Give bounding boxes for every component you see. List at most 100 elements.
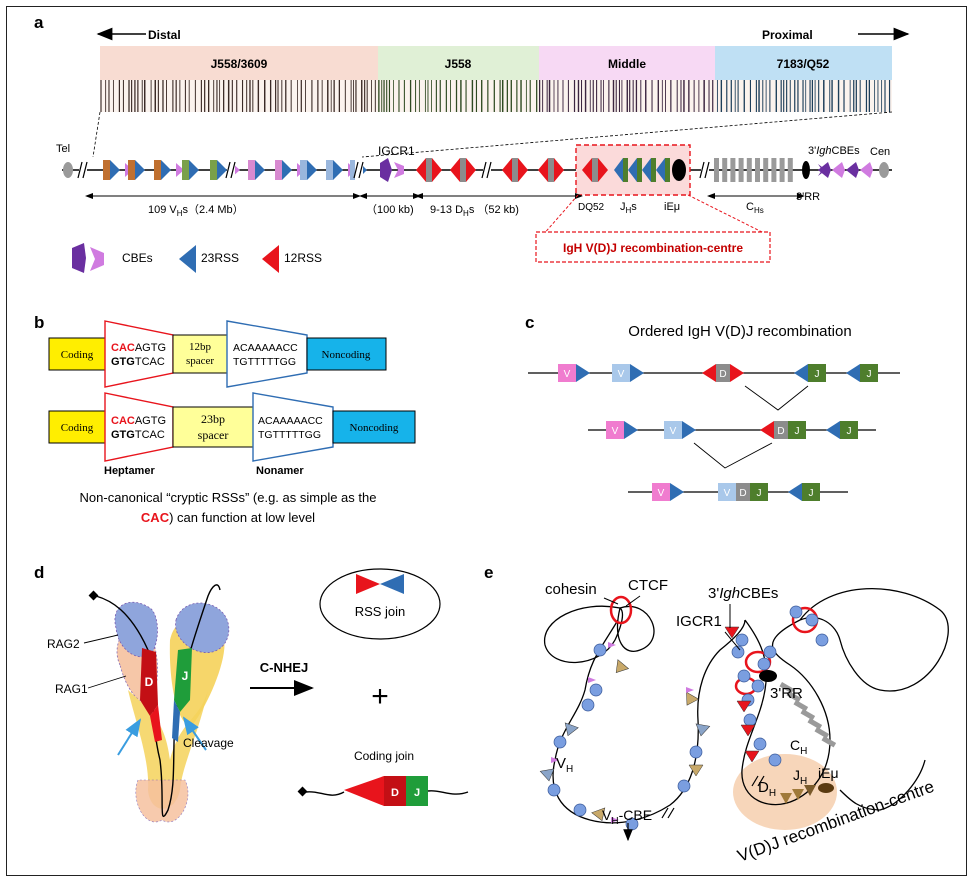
chromatin-bead: [757, 657, 771, 671]
rss-cone: [591, 807, 606, 822]
rag2-left: [114, 601, 158, 658]
ctcf-site: [686, 687, 694, 693]
e-ch-label: CH: [790, 737, 807, 757]
chromatin-bead: [743, 713, 757, 727]
gene-segment-label: V: [564, 369, 571, 380]
ctcf-site: [608, 642, 616, 648]
break-slash: [353, 161, 359, 179]
gene-segment-label: J: [795, 426, 800, 437]
break-slash: [481, 161, 487, 179]
rag1-label: RAG1: [55, 682, 88, 696]
gene-segment-label: D: [719, 369, 726, 380]
rss-left-triangle: [702, 364, 716, 382]
break-slash: [77, 161, 83, 179]
coding-join-red: [344, 776, 384, 806]
ch-gene: [771, 158, 777, 182]
chromatin-bead: [753, 737, 767, 751]
legend-cbe-dark-icon: [72, 243, 86, 273]
zoom-line-right: [361, 111, 893, 158]
jh-segment: [665, 158, 670, 182]
ch-gene: [779, 158, 785, 182]
family-j558-3609: [100, 46, 378, 80]
gene-segment-label: J: [815, 369, 820, 380]
chromatin-bead: [815, 633, 829, 647]
rag2-right: [175, 602, 230, 654]
ctcf-pointer: [625, 595, 641, 607]
ch-gene: [738, 158, 744, 182]
jh-segment: [651, 158, 656, 182]
cohesin-pointer: [603, 597, 619, 605]
gene-segment: [736, 483, 750, 501]
chromatin-bead: [751, 679, 765, 693]
igcr1-span-label: （100 kb): [366, 203, 414, 216]
rss-cone: [736, 700, 752, 713]
jh-23rss: [614, 158, 623, 182]
dh-12rss-right: [466, 158, 476, 182]
rss-cone: [688, 764, 704, 777]
e-ch-gene: [807, 718, 823, 730]
ctcf-site: [551, 757, 559, 763]
e-rr3-icon: [759, 670, 777, 682]
cleavage-label: Cleavage: [183, 736, 234, 750]
jhs-label: JHs: [620, 201, 637, 215]
small-loop-right: [616, 605, 655, 652]
locus-breaks: [77, 160, 710, 180]
iemu-label: iEμ: [664, 201, 680, 213]
vh-segment: [182, 160, 189, 180]
chromatin-bead: [737, 669, 751, 683]
dq52-12rss-right: [598, 158, 608, 182]
coding-join-label: Coding join: [354, 749, 414, 763]
three-prime-cbes-label: 3'IghCBEs: [808, 145, 860, 157]
rag-d-rss: [150, 705, 162, 742]
gene-segment-label: V: [670, 426, 677, 437]
rss-right-triangle: [670, 483, 684, 501]
panel-b: b Coding CACAGTG GTGTCAC 12bp spacer ACA…: [34, 313, 416, 525]
cohesin-label: cohesin: [545, 581, 597, 598]
rss-left-triangle: [788, 483, 802, 501]
plus-sign: +: [371, 680, 389, 713]
recombination-centre-callout: [535, 231, 771, 263]
rss-cone: [686, 691, 700, 706]
gene-segment: [652, 483, 670, 501]
chromatin-bead: [689, 745, 703, 759]
e-ch-gene: [800, 709, 816, 721]
rag2-label: RAG2: [47, 637, 80, 651]
vh-span-label: 109 VHs（2.4 Mb）: [148, 203, 244, 218]
cryptic-rss-note-line2: CAC) can function at low level: [141, 510, 315, 525]
dh-span-label: 9-13 DHs （52 kb): [430, 203, 519, 218]
heptamer-top-12: CACAGTG: [111, 342, 166, 354]
panel-d: d D J RAG2 RAG1 Cleavage C-NHEJ RSS join: [34, 563, 469, 823]
legend-12rss-icon: [262, 245, 279, 273]
noncoding-box-23: [332, 410, 416, 444]
e-igcr1-label: IGCR1: [676, 613, 722, 630]
chromatin-bead: [763, 645, 777, 659]
right-loop: [799, 588, 949, 692]
vh-23rss: [333, 160, 343, 180]
ctcf-site: [588, 677, 596, 683]
dh-12rss-right: [432, 158, 442, 182]
panel-label-a: a: [34, 13, 44, 32]
distal-label: Distal: [148, 28, 181, 42]
rss-left-triangle: [760, 421, 774, 439]
family-j558: [378, 46, 539, 80]
tel-label: Tel: [56, 143, 70, 155]
break-slash: [704, 161, 710, 179]
centre-dj-segment: [780, 793, 792, 804]
ch-gene: [722, 158, 728, 182]
coding-join-j-label: J: [414, 787, 420, 799]
e-ch-gene: [814, 727, 830, 739]
panel-label-e: e: [484, 563, 493, 582]
recombination-centre-callout-text: IgH V(D)J recombination-centre: [563, 241, 743, 255]
centre-dj-segment: [792, 789, 804, 800]
cbe-3prime: [832, 162, 845, 178]
chromatin-bead: [768, 753, 782, 767]
callout-line-left: [541, 194, 579, 237]
rss-cone: [724, 626, 740, 639]
vh-23rss: [110, 160, 120, 180]
chromatin-bead: [789, 605, 803, 619]
gene-segment: [716, 364, 730, 382]
row2-deletion-loop: [693, 442, 773, 469]
vh-23rss: [161, 160, 171, 180]
gene-segment: [558, 364, 576, 382]
